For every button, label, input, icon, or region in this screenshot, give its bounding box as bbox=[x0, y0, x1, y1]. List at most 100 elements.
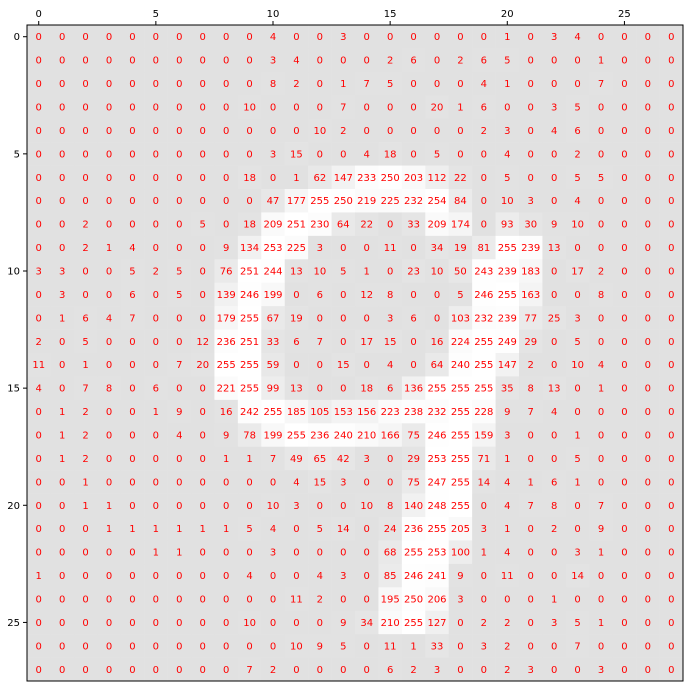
heatmap-cell bbox=[401, 165, 426, 190]
cell-value-label: 0 bbox=[59, 384, 65, 395]
heatmap-cell bbox=[612, 446, 637, 471]
heatmap-cell bbox=[612, 517, 637, 541]
heatmap-cell bbox=[519, 376, 543, 401]
cell-value-label: 0 bbox=[59, 56, 65, 67]
heatmap-cell bbox=[214, 95, 239, 120]
heatmap-cell bbox=[50, 376, 75, 401]
cell-value-label: 253 bbox=[427, 454, 446, 465]
heatmap-cell bbox=[425, 165, 450, 190]
cell-value-label: 22 bbox=[360, 220, 373, 231]
y-tick-label: 20 bbox=[7, 501, 20, 512]
heatmap-cell bbox=[495, 376, 520, 401]
cell-value-label: 0 bbox=[82, 196, 88, 207]
heatmap-cell bbox=[448, 657, 473, 682]
cell-value-label: 7 bbox=[364, 79, 370, 90]
heatmap-cell bbox=[519, 282, 543, 307]
heatmap-cell bbox=[472, 329, 496, 354]
heatmap-cell bbox=[237, 587, 262, 612]
cell-value-label: 9 bbox=[340, 618, 346, 629]
cell-value-label: 3 bbox=[270, 149, 276, 160]
cell-value-label: 0 bbox=[129, 220, 135, 231]
heatmap-cell bbox=[519, 118, 543, 143]
heatmap-cell bbox=[565, 657, 590, 682]
heatmap-cell bbox=[589, 493, 614, 518]
heatmap-cell bbox=[73, 376, 98, 401]
heatmap-cell bbox=[331, 142, 356, 166]
cell-value-label: 19 bbox=[290, 313, 303, 324]
heatmap-cell bbox=[97, 189, 122, 213]
heatmap-cell bbox=[519, 446, 543, 471]
heatmap-cell bbox=[519, 610, 543, 635]
heatmap-cell bbox=[425, 587, 450, 612]
cell-value-label: 0 bbox=[176, 454, 182, 465]
heatmap-cell bbox=[378, 329, 403, 354]
cell-value-label: 4 bbox=[270, 32, 276, 43]
heatmap-cell bbox=[167, 446, 192, 471]
cell-value-label: 0 bbox=[129, 103, 135, 114]
heatmap-cell bbox=[542, 235, 567, 260]
heatmap-cell bbox=[144, 540, 168, 565]
heatmap-cell bbox=[191, 48, 215, 73]
heatmap-cell bbox=[237, 48, 262, 73]
heatmap-cell bbox=[331, 540, 356, 565]
cell-value-label: 6 bbox=[410, 313, 416, 324]
heatmap-cell bbox=[355, 235, 379, 260]
cell-value-label: 0 bbox=[317, 360, 323, 371]
heatmap-cell bbox=[120, 71, 145, 96]
heatmap-cell bbox=[73, 423, 98, 448]
cell-value-label: 9 bbox=[317, 641, 323, 652]
cell-value-label: 183 bbox=[521, 267, 540, 278]
heatmap-cell bbox=[308, 376, 332, 401]
cell-value-label: 0 bbox=[106, 595, 112, 606]
cell-value-label: 0 bbox=[223, 477, 229, 488]
heatmap-cell bbox=[542, 165, 567, 190]
heatmap-cell bbox=[565, 25, 590, 49]
cell-value-label: 9 bbox=[223, 243, 229, 254]
heatmap-cell bbox=[636, 399, 660, 424]
heatmap-cell bbox=[97, 235, 122, 260]
heatmap-cell bbox=[27, 610, 51, 635]
cell-value-label: 0 bbox=[340, 56, 346, 67]
cell-value-label: 0 bbox=[246, 32, 252, 43]
heatmap-cell bbox=[97, 259, 122, 284]
heatmap-cell bbox=[331, 610, 356, 635]
heatmap-cell bbox=[214, 118, 239, 143]
heatmap-cell bbox=[589, 259, 614, 284]
cell-value-label: 0 bbox=[59, 337, 65, 348]
heatmap-cell bbox=[73, 634, 98, 658]
heatmap-cell bbox=[191, 399, 215, 424]
heatmap-cell bbox=[565, 165, 590, 190]
heatmap-cell bbox=[308, 48, 332, 73]
cell-value-label: 0 bbox=[621, 360, 627, 371]
x-tick-label: 25 bbox=[618, 9, 631, 20]
heatmap-cell bbox=[191, 329, 215, 354]
heatmap-cell bbox=[401, 259, 426, 284]
heatmap-cell bbox=[308, 446, 332, 471]
heatmap-cell bbox=[73, 657, 98, 682]
heatmap-cell bbox=[97, 165, 122, 190]
cell-value-label: 0 bbox=[434, 313, 440, 324]
cell-value-label: 0 bbox=[598, 454, 604, 465]
heatmap-cell bbox=[50, 306, 75, 330]
cell-value-label: 0 bbox=[645, 595, 651, 606]
heatmap-cell bbox=[636, 165, 660, 190]
heatmap-cell bbox=[495, 493, 520, 518]
heatmap-cell bbox=[472, 212, 496, 237]
cell-value-label: 0 bbox=[106, 173, 112, 184]
heatmap-cell bbox=[27, 470, 51, 494]
heatmap-cell bbox=[191, 165, 215, 190]
cell-value-label: 0 bbox=[176, 618, 182, 629]
heatmap-cell bbox=[448, 399, 473, 424]
heatmap-cell bbox=[472, 48, 496, 73]
cell-value-label: 6 bbox=[129, 290, 135, 301]
cell-value-label: 1 bbox=[598, 618, 604, 629]
cell-value-label: 147 bbox=[498, 360, 517, 371]
cell-value-label: 4 bbox=[293, 477, 299, 488]
heatmap-cell bbox=[167, 118, 192, 143]
heatmap-cell bbox=[589, 423, 614, 448]
heatmap-cell bbox=[401, 610, 426, 635]
cell-value-label: 230 bbox=[310, 220, 329, 231]
y-tick-label: 25 bbox=[7, 618, 20, 629]
heatmap-cell bbox=[495, 118, 520, 143]
